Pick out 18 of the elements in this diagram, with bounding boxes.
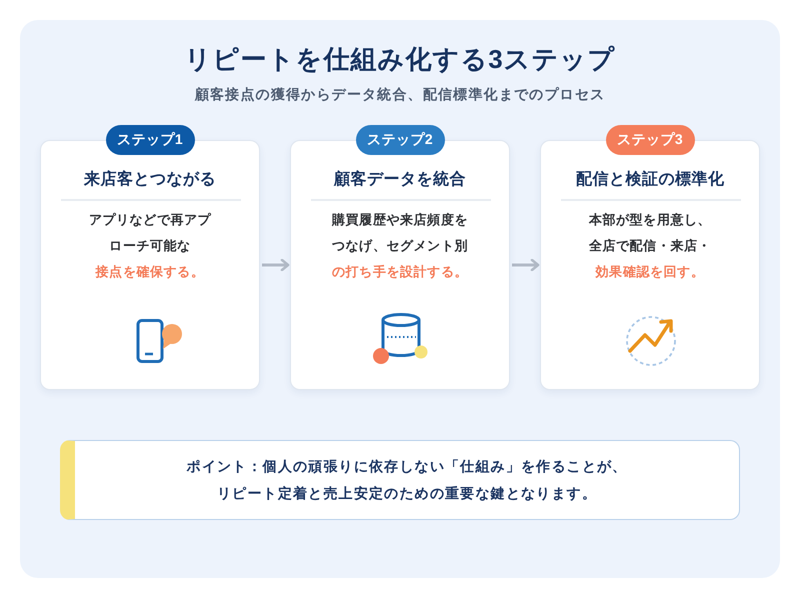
arrow: [512, 258, 540, 272]
body-text: 購買履歴や来店頻度をつなげ、セグメント別: [330, 211, 469, 255]
arrow: [262, 258, 290, 272]
step-badge: ステップ2: [356, 125, 444, 155]
note-text: ポイント：個人の頑張りに依存しない「仕組み」を作ることが、リピート定着と売上安定のための重要な鍵となります。: [186, 457, 628, 503]
step-badge: ステップ1: [106, 125, 194, 155]
card-heading: 顧客データを統合: [334, 169, 466, 190]
title: リピートを仕組み化する3ステップ: [184, 43, 616, 76]
body-text: アプリなどで再アプローチ可能な: [88, 211, 212, 255]
card-heading: 配信と検証の標準化: [576, 169, 724, 190]
step-badge: ステップ3: [606, 125, 694, 155]
highlight-text: 効果確認を回す。: [596, 263, 704, 281]
card-heading: 来店客とつながる: [84, 169, 216, 190]
note-box: [60, 440, 740, 520]
subtitle: 顧客接点の獲得からデータ統合、配信標準化までのプロセス: [194, 85, 606, 104]
body-text: 本部が型を用意し、全店で配信・来店・: [588, 211, 712, 255]
highlight-text: 接点を確保する。: [96, 263, 204, 281]
highlight-text: の打ち手を設計する。: [332, 263, 468, 281]
